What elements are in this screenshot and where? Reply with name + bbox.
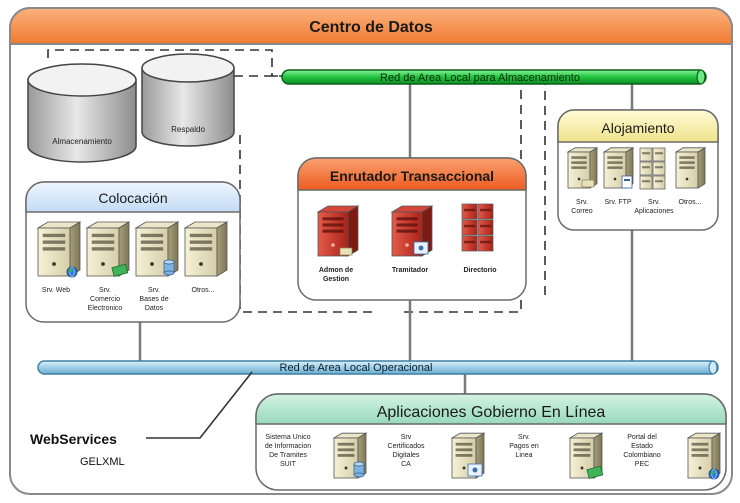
enrutador-server-label: Gestion [323, 276, 349, 283]
colocacion-group: Colocación Srv. Web Srv. ComercioElectroni… [25, 181, 241, 323]
colocacion-server-label: Srv. [99, 287, 111, 294]
aplicaciones-item-label: SUIT [280, 461, 297, 468]
aplicaciones-item-label: Linea [515, 452, 532, 459]
server-icon [85, 221, 131, 277]
aplicaciones-item-label: de Informacion [265, 443, 311, 450]
page-title: Centro de Datos [309, 19, 433, 36]
aplicaciones-item-label: Colombiano [623, 452, 660, 459]
aplicaciones-item-label: Pagos en [509, 443, 539, 450]
colocacion-server-label: Bases de [139, 296, 168, 303]
mail-icon [339, 247, 353, 256]
document-icon [621, 175, 633, 189]
colocacion-server-label: Otros... [192, 287, 215, 294]
colocacion-server-label: Datos [145, 305, 164, 312]
alojamiento-server-label: Srv. [576, 199, 588, 206]
aplicaciones-item-label: Srv [401, 434, 412, 441]
respaldo-label: Respaldo [171, 125, 205, 134]
alojamiento-group: Alojamiento Srv. Correo Srv. FTP Srv. Aplica… [557, 109, 719, 231]
alojamiento-server-label: Aplicaciones [634, 208, 674, 215]
san-bus: Red de Area Local para Almacenamiento [281, 69, 707, 85]
colocacion-server-label: Electronico [88, 305, 123, 312]
server-icon [450, 432, 486, 479]
aplicaciones-item-label: Certificados [388, 443, 425, 450]
storage-almacenamiento: Almacenamiento [27, 63, 137, 163]
alojamiento-server-label: Correo [571, 208, 593, 215]
storage-respaldo: Respaldo [141, 53, 235, 147]
server-rack-icon [461, 203, 494, 252]
header-band [9, 7, 733, 45]
server-icon [390, 205, 434, 257]
enrutador-title: Enrutador Transaccional [330, 168, 494, 184]
dashed-links [47, 49, 546, 313]
server-icon [674, 147, 707, 189]
enrutador-server-label: Admon de [319, 267, 353, 274]
almacenamiento-label: Almacenamiento [52, 137, 112, 146]
enrutador-server-label: Directorio [463, 267, 496, 274]
aplicaciones-item-label: PEC [635, 461, 649, 468]
aplicaciones-item-label: Srv. [518, 434, 530, 441]
enrutador-server-label: Tramitador [392, 267, 428, 274]
globe-icon [708, 468, 720, 480]
webservices-subtitle: GELXML [80, 456, 125, 468]
alojamiento-server-label: Srv. FTP [604, 199, 631, 206]
webservices-title: WebServices [30, 431, 117, 447]
alojamiento-title: Alojamiento [601, 120, 674, 136]
mail-icon [581, 179, 595, 188]
colocacion-server-label: Comercio [90, 296, 120, 303]
globe-icon [66, 266, 78, 278]
server-rack-icon [639, 147, 666, 190]
aplicaciones-title: Aplicaciones Gobierno En Línea [377, 404, 606, 421]
database-icon [163, 259, 175, 276]
aplicaciones-item-label: Sistema Unico [265, 434, 310, 441]
enrutador-group: Enrutador Transaccional Admon de Gestion T… [297, 157, 527, 301]
aplicaciones-item-label: Digitales [393, 452, 420, 459]
server-icon [686, 432, 722, 480]
server-icon [568, 432, 604, 479]
alojamiento-server-label: Srv. [648, 199, 660, 206]
lan-bus-label: Red de Area Local Operacional [280, 362, 433, 374]
solid-links [138, 80, 634, 394]
server-icon [36, 221, 82, 278]
database-icon [353, 461, 365, 478]
colocacion-title: Colocación [98, 190, 167, 206]
server-icon [183, 221, 229, 277]
aplicaciones-item-label: CA [401, 461, 411, 468]
aplicaciones-item-label: Portal del [627, 434, 657, 441]
san-bus-label: Red de Area Local para Almacenamiento [380, 72, 580, 84]
server-icon [316, 205, 360, 257]
server-icon [566, 147, 599, 189]
server-icon [134, 221, 180, 277]
colocacion-server-label: Srv. [148, 287, 160, 294]
aplicaciones-item-label: De Tramites [269, 452, 307, 459]
aplicaciones-item-label: Estado [631, 443, 653, 450]
webservices-link [146, 371, 253, 439]
lan-bus: Red de Area Local Operacional [37, 360, 719, 375]
colocacion-server-label: Srv. Web [42, 287, 70, 294]
aplicaciones-group: Aplicaciones Gobierno En Línea Sistema U… [255, 393, 727, 491]
credit-card-icon [111, 263, 129, 277]
alojamiento-server-label: Otros... [679, 199, 702, 206]
server-icon [602, 147, 635, 189]
credit-card-icon [586, 465, 604, 479]
server-icon [332, 432, 368, 479]
